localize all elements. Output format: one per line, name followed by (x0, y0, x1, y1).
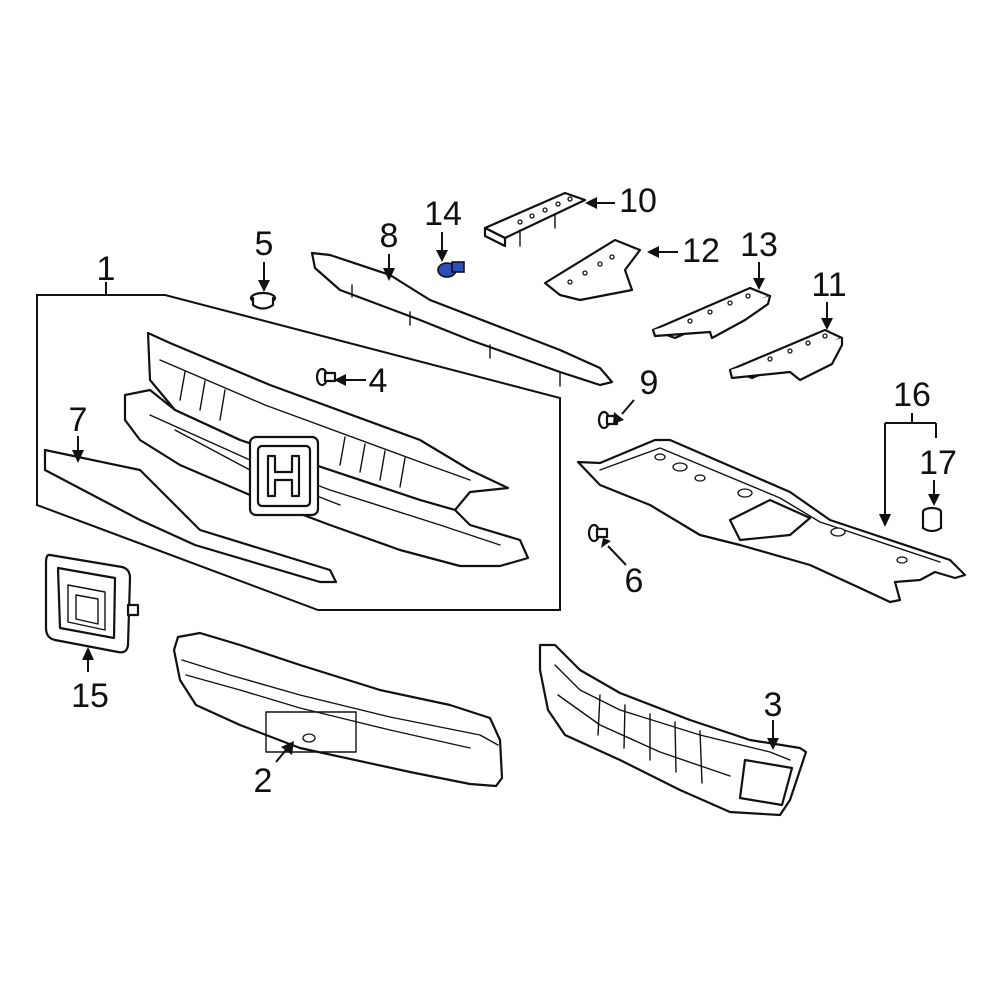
push-clip-part-5[interactable] (249, 291, 277, 310)
screw-part-6[interactable] (587, 523, 609, 543)
emblem-part[interactable] (44, 553, 140, 654)
callout-3: 3 (764, 686, 783, 724)
callout-14: 14 (424, 195, 462, 233)
bracket-part-11[interactable] (728, 328, 844, 382)
bracket-part-12[interactable] (543, 238, 642, 302)
leader-lines (72, 197, 940, 763)
callout-5: 5 (255, 225, 274, 263)
clip-part-17[interactable] (921, 506, 943, 533)
screw-part-9[interactable] (597, 410, 619, 430)
callout-8: 8 (380, 217, 399, 255)
bracket-part-13[interactable] (651, 286, 772, 340)
screw-part-4[interactable] (315, 367, 337, 387)
callout-13: 13 (740, 226, 778, 264)
callout-11: 11 (811, 266, 846, 304)
callout-2: 2 (254, 762, 273, 800)
lower-cover-part[interactable] (172, 631, 504, 788)
bracket-part-10[interactable] (483, 191, 587, 248)
lower-grille-insert-part[interactable] (538, 643, 808, 817)
callout-4: 4 (369, 362, 388, 400)
callout-10: 10 (619, 182, 657, 220)
callout-9: 9 (640, 364, 659, 402)
callout-16: 16 (893, 376, 931, 414)
callout-7: 7 (69, 401, 88, 439)
callout-1: 1 (97, 250, 116, 288)
grille-assembly-group-box (36, 294, 561, 611)
callout-12: 12 (682, 232, 720, 270)
clip-part-14-highlighted[interactable] (437, 261, 465, 278)
upper-support-beam-part[interactable] (310, 251, 614, 387)
callout-6: 6 (625, 562, 644, 600)
grille-molding-strip-part[interactable] (43, 448, 338, 584)
grille-assembly-part[interactable] (123, 331, 530, 568)
callout-17: 17 (919, 444, 957, 482)
splash-shield-part-16[interactable] (576, 438, 967, 604)
callout-15: 15 (71, 677, 109, 715)
